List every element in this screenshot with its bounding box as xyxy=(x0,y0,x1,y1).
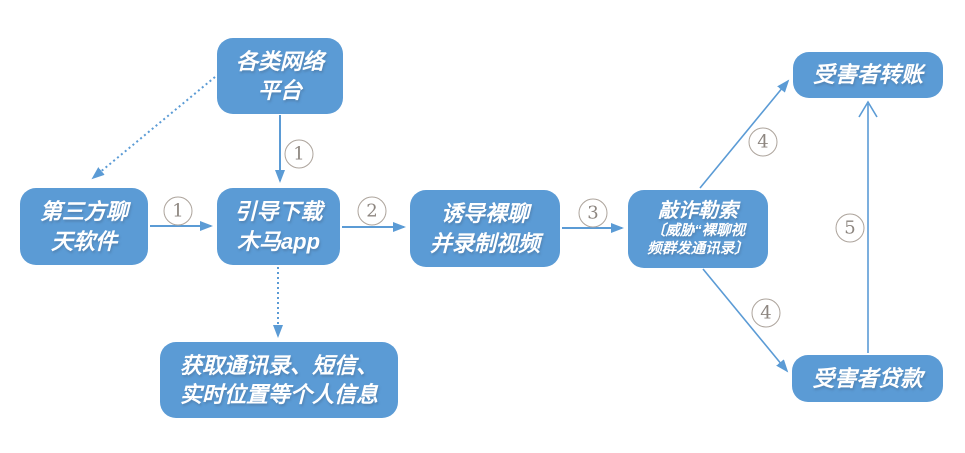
node-victim-transfer: 受害者转账 xyxy=(793,52,943,98)
step-label-5-loan-transfer: 5 xyxy=(835,213,865,243)
node-third-party-chat: 第三方聊 天软件 xyxy=(20,188,148,265)
node-extortion: 敲诈勒索 〔威胁“裸聊视 频群发通讯录〕 xyxy=(628,190,768,268)
node-nude-chat-record-line1: 诱导裸聊 xyxy=(440,201,529,227)
step-label-1-chat-trojan: 1 xyxy=(163,196,193,226)
node-trojan-app-line1: 引导下载 xyxy=(234,199,323,225)
node-extortion-sub-line2: 频群发通讯录〕 xyxy=(647,240,749,257)
node-third-party-chat-line2: 天软件 xyxy=(50,228,117,254)
node-victim-loan: 受害者贷款 xyxy=(792,355,943,402)
node-nude-chat-record-line2: 并录制视频 xyxy=(429,230,540,256)
node-trojan-app: 引导下载 木马app xyxy=(217,188,340,265)
step-label-4-extort-transfer: 4 xyxy=(748,127,778,157)
node-victim-transfer-label: 受害者转账 xyxy=(812,62,923,88)
node-extortion-title: 敲诈勒索 xyxy=(658,199,738,222)
node-trojan-app-line2: 木马app xyxy=(236,228,321,254)
node-platform: 各类网络 平台 xyxy=(217,38,343,114)
node-personal-info-line1: 获取通讯录、短信、 xyxy=(179,352,378,378)
edge-loan-to-transfer-arrowhead xyxy=(858,100,878,118)
node-nude-chat-record: 诱导裸聊 并录制视频 xyxy=(410,190,560,267)
step-label-4-extort-loan: 4 xyxy=(751,298,781,328)
node-platform-line2: 平台 xyxy=(257,78,302,103)
node-platform-line1: 各类网络 xyxy=(235,48,324,74)
node-personal-info: 获取通讯录、短信、 实时位置等个人信息 xyxy=(160,342,398,418)
step-label-1-platform-trojan: 1 xyxy=(284,139,314,169)
node-personal-info-line2: 实时位置等个人信息 xyxy=(179,382,378,407)
step-label-2-trojan-nudechat: 2 xyxy=(357,196,387,226)
node-extortion-sub-line1: 〔威胁“裸聊视 xyxy=(650,222,746,239)
step-label-3-nudechat-extort: 3 xyxy=(578,198,608,228)
node-victim-loan-label: 受害者贷款 xyxy=(812,365,923,391)
edge-platform-to-chat xyxy=(91,76,216,180)
node-third-party-chat-line1: 第三方聊 xyxy=(39,199,128,225)
